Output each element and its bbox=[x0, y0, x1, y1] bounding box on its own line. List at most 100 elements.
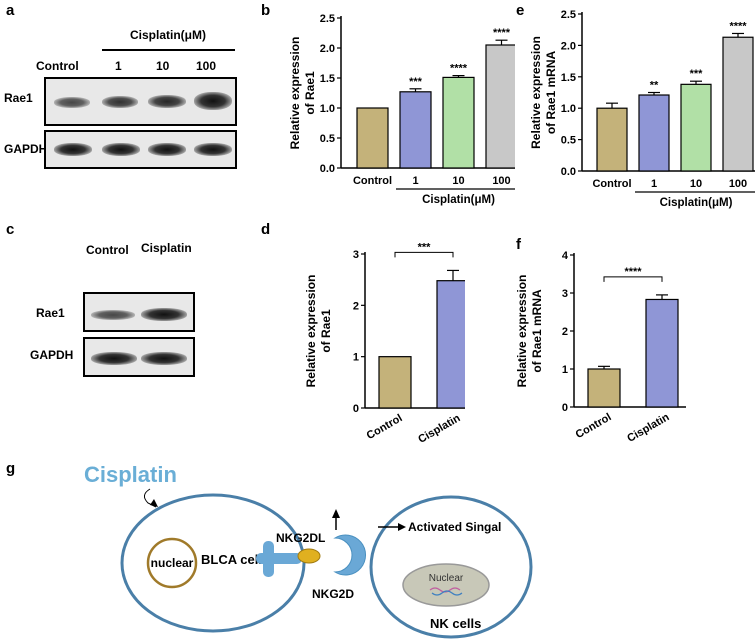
x-tick-label: Cisplatin bbox=[416, 412, 462, 445]
y-axis-label-line: of Rae1 bbox=[303, 71, 317, 115]
bar bbox=[442, 76, 475, 169]
x-tick-label: 10 bbox=[452, 175, 464, 187]
x-tick-label: 100 bbox=[492, 175, 510, 187]
bar bbox=[596, 107, 628, 172]
blot-a-gapdh-membrane bbox=[44, 130, 237, 169]
blot-a-lane-1: 1 bbox=[115, 59, 122, 73]
y-axis-label-line: Relative expression bbox=[529, 36, 543, 149]
x-tick-label: 1 bbox=[412, 175, 418, 187]
blot-a-treatment-label: Cisplatin(μM) bbox=[130, 28, 207, 42]
blot-c-rae1-membrane bbox=[83, 292, 195, 332]
diagram-drug-label: Cisplatin bbox=[84, 462, 177, 487]
panel-letter-g: g bbox=[6, 460, 16, 477]
x-tick-label: Control bbox=[592, 178, 631, 190]
bar bbox=[378, 356, 412, 409]
y-tick-label: 2.0 bbox=[320, 43, 335, 55]
significance-marker: **** bbox=[624, 266, 642, 278]
bar bbox=[680, 83, 712, 172]
y-tick-label: 1 bbox=[562, 364, 568, 376]
blca-cell-membrane bbox=[120, 493, 306, 633]
blot-c-row-gapdh: GAPDH bbox=[30, 348, 74, 362]
ligand-stalk bbox=[256, 553, 302, 564]
panel-letter-d: d bbox=[261, 221, 271, 238]
nk-nucleus bbox=[402, 563, 490, 607]
ligand-stalk-vertical bbox=[263, 541, 274, 577]
significance-marker: *** bbox=[418, 241, 432, 253]
y-axis-label-line: Relative expression bbox=[288, 37, 302, 150]
ligand-label: NKG2DL bbox=[276, 531, 325, 545]
blot-c-lane-cisplatin: Cisplatin bbox=[141, 241, 192, 255]
bar bbox=[436, 280, 465, 409]
chart-b: Relative expressionof Rae10.00.51.01.52.… bbox=[288, 13, 515, 206]
chart-e: Relative expressionof Rae1 mRNA0.00.51.0… bbox=[529, 9, 755, 209]
band bbox=[148, 95, 186, 108]
group-label: Cisplatin(μM) bbox=[422, 194, 495, 206]
blca-nucleus bbox=[146, 537, 198, 589]
panel-letter-f: f bbox=[516, 236, 521, 253]
nkg2d-receptor bbox=[333, 534, 366, 576]
bar bbox=[356, 107, 389, 169]
y-axis-label-line: Relative expression bbox=[304, 275, 318, 388]
blot-a-lane-control: Control bbox=[36, 59, 79, 73]
blot-c-lane-control: Control bbox=[86, 243, 129, 257]
y-tick-label: 4 bbox=[562, 250, 569, 262]
signal-label: Activated Singal bbox=[408, 520, 501, 534]
y-axis-label: Relative expressionof Rae1 bbox=[288, 37, 317, 150]
bar bbox=[645, 298, 679, 408]
band bbox=[102, 96, 138, 108]
significance-marker: **** bbox=[729, 20, 747, 32]
band bbox=[148, 143, 186, 156]
bar bbox=[485, 44, 515, 169]
blot-a-treatment-line bbox=[102, 49, 235, 51]
panel-letter-e: e bbox=[516, 2, 525, 19]
blot-a-lane-100: 100 bbox=[196, 59, 217, 73]
blot-a-lane-10: 10 bbox=[156, 59, 170, 73]
nk-nucleus-label: Nuclear bbox=[429, 573, 464, 584]
band bbox=[54, 97, 90, 108]
dna-icon-strand bbox=[431, 590, 463, 596]
y-axis-label: Relative expressionof Rae1 mRNA bbox=[529, 36, 558, 149]
y-tick-label: 1 bbox=[353, 352, 359, 364]
y-tick-label: 3 bbox=[562, 288, 568, 300]
y-tick-label: 1.0 bbox=[320, 103, 335, 115]
y-tick-label: 0 bbox=[562, 402, 568, 414]
x-tick-label: Control bbox=[365, 412, 405, 442]
nk-cells-label: NK cells bbox=[430, 616, 481, 631]
panel-letter-b: b bbox=[261, 2, 271, 19]
x-tick-label: Control bbox=[574, 411, 614, 441]
blot-a-row-rae1: Rae1 bbox=[4, 91, 33, 105]
y-tick-label: 1.0 bbox=[561, 103, 576, 115]
y-tick-label: 0.0 bbox=[320, 163, 335, 175]
blot-a-row-gapdh: GAPDH bbox=[4, 142, 48, 156]
y-tick-label: 3 bbox=[353, 249, 359, 261]
significance-bracket bbox=[603, 276, 663, 282]
chart-f: Relative expressionof Rae1 mRNA01234Cont… bbox=[515, 250, 686, 445]
x-tick-label: 1 bbox=[651, 178, 657, 190]
y-tick-label: 0.5 bbox=[320, 133, 335, 145]
band bbox=[102, 143, 140, 156]
mechanism-diagram: Cisplatin nuclear BLCA cells NKG2DL NKG2… bbox=[84, 462, 533, 639]
band bbox=[91, 352, 137, 365]
band bbox=[194, 92, 232, 110]
blca-cells-label: BLCA cells bbox=[201, 552, 269, 567]
y-axis-label-line: of Rae1 bbox=[319, 309, 333, 353]
y-tick-label: 0.5 bbox=[561, 135, 576, 147]
drug-arrow-head bbox=[150, 499, 158, 507]
y-tick-label: 2.5 bbox=[320, 13, 335, 25]
x-tick-label: Control bbox=[353, 175, 392, 187]
signal-arrow-head bbox=[398, 523, 406, 531]
y-tick-label: 2.5 bbox=[561, 9, 576, 21]
band bbox=[54, 143, 92, 156]
panel-letter-c: c bbox=[6, 221, 15, 238]
nkg2dl-ligand bbox=[297, 548, 321, 564]
significance-bracket bbox=[394, 251, 454, 258]
significance-marker: ** bbox=[650, 80, 659, 92]
dna-icon bbox=[429, 587, 461, 593]
band bbox=[141, 308, 187, 321]
bar bbox=[399, 91, 432, 169]
x-tick-label: Cisplatin bbox=[625, 411, 671, 445]
nk-cell-membrane bbox=[369, 495, 533, 639]
y-axis-label-line: of Rae1 mRNA bbox=[544, 50, 558, 134]
y-axis-label-line: Relative expression bbox=[515, 275, 529, 388]
band bbox=[194, 143, 232, 156]
